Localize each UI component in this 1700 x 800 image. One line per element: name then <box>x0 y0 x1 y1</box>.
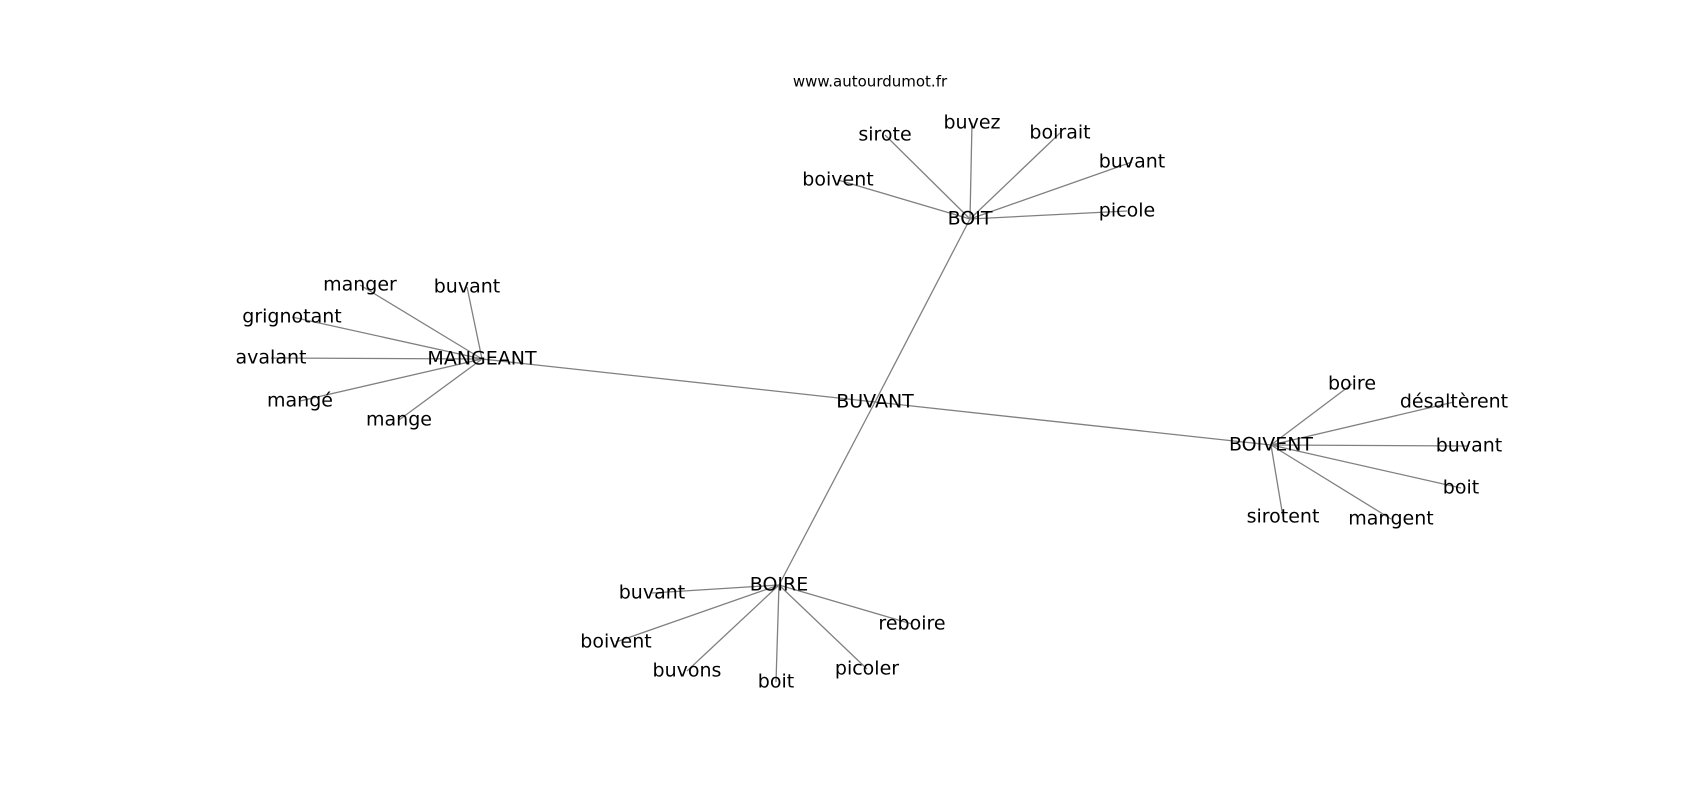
graph-labels: BUVANT sirote buvez boirait buvant boivent pi… <box>236 112 1509 693</box>
center-node[interactable]: BUVANT <box>836 391 914 413</box>
leaf-node-mangeant-mange[interactable]: mange <box>366 409 432 431</box>
leaf-node-boit-boivent[interactable]: boivent <box>802 169 873 191</box>
edge-boit-sirote <box>884 134 971 220</box>
edge-boit-buvez <box>969 122 973 220</box>
leaf-node-boivent-boit[interactable]: boit <box>1443 477 1479 499</box>
graph-edges <box>270 122 1470 683</box>
leaf-node-boit-boirait[interactable]: boirait <box>1029 122 1090 144</box>
edge-mangeant-buvant <box>466 286 483 360</box>
edge-center-mangeant <box>481 358 876 403</box>
edge-boire-boivent <box>615 584 780 643</box>
hub-node-boire[interactable]: BOIRE <box>750 574 808 596</box>
leaf-node-boire-picoler[interactable]: picoler <box>835 658 899 680</box>
edge-mangeant-mange <box>398 358 483 421</box>
leaf-node-mangeant-mange-accent[interactable]: mangé <box>267 390 333 412</box>
leaf-node-boit-picole[interactable]: picole <box>1099 200 1155 222</box>
edge-boivent-sirotent <box>1270 444 1284 518</box>
edge-boit-buvant <box>969 161 1133 220</box>
leaf-node-boivent-buvant[interactable]: buvant <box>1436 435 1502 457</box>
leaf-node-boire-boivent[interactable]: boivent <box>580 631 651 653</box>
edge-boivent-boit <box>1270 444 1462 489</box>
edge-boit-boirait <box>969 132 1061 220</box>
leaf-node-boire-buvons[interactable]: buvons <box>653 660 722 682</box>
edge-center-boit <box>874 218 971 403</box>
edge-boivent-buvant <box>1270 444 1470 447</box>
leaf-node-boire-buvant[interactable]: buvant <box>619 582 685 604</box>
leaf-node-mangeant-avalant[interactable]: avalant <box>236 347 307 369</box>
edge-boivent-mangent <box>1270 444 1392 520</box>
edge-mangeant-manger <box>359 284 483 360</box>
leaf-node-boivent-desalterent[interactable]: désaltèrent <box>1400 391 1508 413</box>
leaf-node-boivent-mangent[interactable]: mangent <box>1348 508 1433 530</box>
edge-mangeant-mange-accent <box>299 358 483 402</box>
edge-boire-picoler <box>778 584 868 670</box>
leaf-node-mangeant-manger[interactable]: manger <box>323 274 397 296</box>
edge-boivent-boire <box>1270 383 1353 446</box>
edge-mangeant-grignotant <box>291 316 483 360</box>
edge-center-boivent <box>874 401 1272 446</box>
edge-boivent-desalterent <box>1270 401 1455 446</box>
edge-boire-boit <box>775 584 780 683</box>
site-url: www.autourdumot.fr <box>793 73 948 91</box>
leaf-node-boit-sirote[interactable]: sirote <box>858 124 911 146</box>
leaf-node-boire-reboire[interactable]: reboire <box>878 613 945 635</box>
edge-boit-picole <box>969 210 1128 220</box>
edge-center-boire <box>778 401 876 586</box>
edge-boire-buvons <box>686 584 780 672</box>
hub-node-boivent[interactable]: BOIVENT <box>1229 434 1313 456</box>
leaf-node-boivent-boire[interactable]: boire <box>1328 373 1376 395</box>
edge-boire-reboire <box>778 584 913 625</box>
leaf-node-boire-boit[interactable]: boit <box>758 671 794 693</box>
leaf-node-boivent-sirotent[interactable]: sirotent <box>1247 506 1320 528</box>
leaf-node-mangeant-buvant[interactable]: buvant <box>434 276 500 298</box>
edge-mangeant-avalant <box>270 357 483 360</box>
edge-boit-boivent <box>837 179 971 220</box>
leaf-node-mangeant-grignotant[interactable]: grignotant <box>242 306 341 328</box>
leaf-node-boit-buvez[interactable]: buvez <box>943 112 1000 134</box>
leaf-node-boit-buvant[interactable]: buvant <box>1099 151 1165 173</box>
edge-boire-buvant <box>651 584 780 594</box>
hub-node-mangeant[interactable]: MANGEANT <box>427 348 537 370</box>
hub-node-boit[interactable]: BOIT <box>948 208 993 230</box>
